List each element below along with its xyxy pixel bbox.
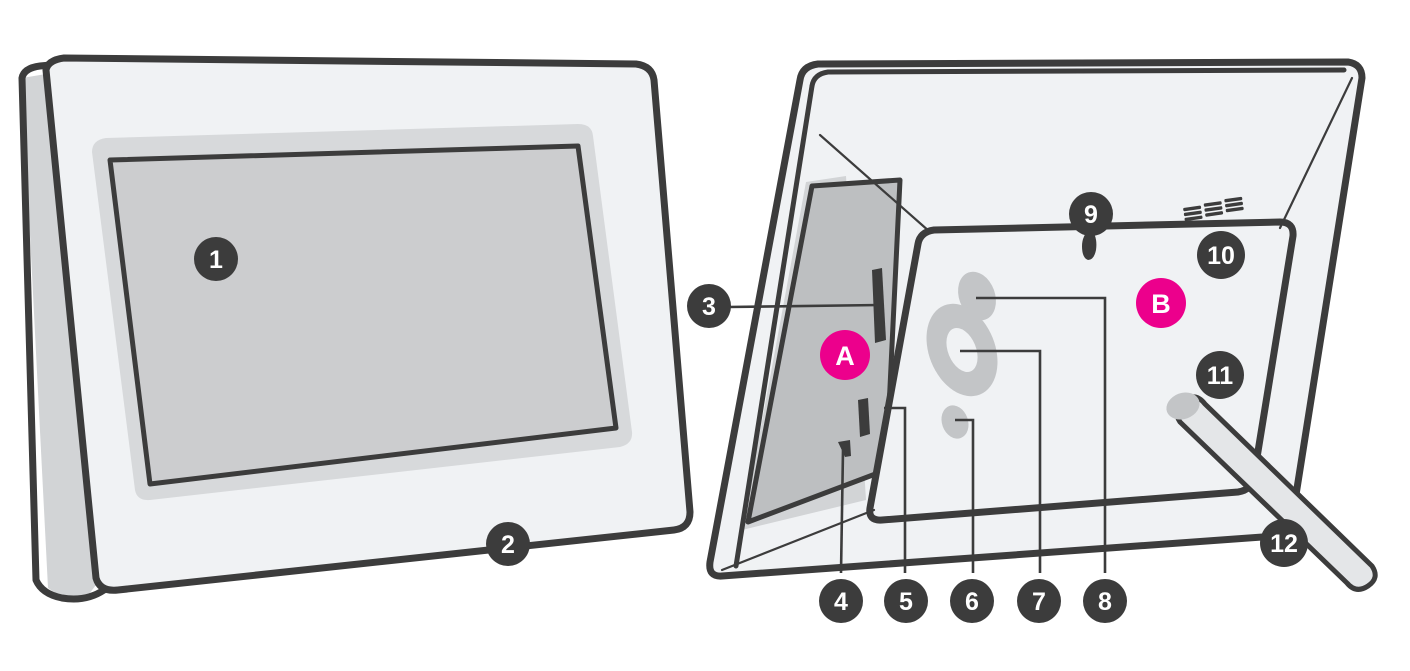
callout-b[interactable]: B xyxy=(1136,278,1186,328)
display-screen-outline xyxy=(107,143,619,487)
kickstand-leg-body xyxy=(1176,396,1376,590)
back-frame-left-lip xyxy=(733,83,815,569)
back-view-frame xyxy=(706,58,1378,592)
callout-8[interactable]: 8 xyxy=(1083,579,1127,623)
callout-5-badge xyxy=(884,579,928,623)
display-screen[interactable] xyxy=(110,146,616,484)
callout-a-badge xyxy=(820,330,870,380)
callout-10[interactable]: 10 xyxy=(1197,231,1245,279)
corner-miter-bottom-left xyxy=(720,508,876,572)
callout-6[interactable]: 6 xyxy=(950,579,994,623)
corner-miter-top-right xyxy=(1278,76,1354,230)
callout-7[interactable]: 7 xyxy=(1017,579,1061,623)
top-edge-pin xyxy=(1082,228,1097,260)
callout-12-badge xyxy=(1260,519,1308,567)
callout-a[interactable]: A xyxy=(820,330,870,380)
callout-9-badge xyxy=(1069,192,1113,236)
callout-5[interactable]: 5 xyxy=(884,579,928,623)
leader-6 xyxy=(955,418,975,573)
stand-hinge[interactable] xyxy=(1163,388,1204,424)
small-button-lower[interactable] xyxy=(937,402,973,443)
leader-4 xyxy=(839,449,845,574)
leader-8 xyxy=(976,296,1107,573)
callout-1[interactable]: 1 xyxy=(194,237,238,281)
callout-10-badge xyxy=(1197,231,1245,279)
callout-12[interactable]: 12 xyxy=(1260,519,1308,567)
side-notch-lower[interactable] xyxy=(838,440,851,457)
corner-miter-top-left xyxy=(818,133,932,234)
callout-3-badge xyxy=(687,284,731,328)
side-port-lower[interactable] xyxy=(858,398,870,437)
callout-2[interactable]: 2 xyxy=(486,522,530,566)
leader-3 xyxy=(727,303,881,309)
callout-6-badge xyxy=(950,579,994,623)
leader-5 xyxy=(884,406,907,573)
callout-4-badge xyxy=(819,579,863,623)
callout-9[interactable]: 9 xyxy=(1069,192,1113,236)
callout-b-badge xyxy=(1136,278,1186,328)
leader-7 xyxy=(960,349,1042,573)
leader-lines xyxy=(727,296,1107,574)
callout-2-badge xyxy=(486,522,530,566)
speaker-grille xyxy=(1183,196,1244,222)
callout-11-badge xyxy=(1196,351,1244,399)
front-frame-side-slab-outline xyxy=(18,59,108,603)
callout-3[interactable]: 3 xyxy=(687,284,731,328)
callout-1-badge xyxy=(194,237,238,281)
front-frame-side-slab xyxy=(22,72,96,599)
callout-8-badge xyxy=(1083,579,1127,623)
callout-11[interactable]: 11 xyxy=(1196,351,1244,399)
callout-4[interactable]: 4 xyxy=(819,579,863,623)
front-view-frame: 1 2 xyxy=(18,54,694,603)
callout-7-badge xyxy=(1017,579,1061,623)
front-frame-body-outline xyxy=(42,54,694,594)
